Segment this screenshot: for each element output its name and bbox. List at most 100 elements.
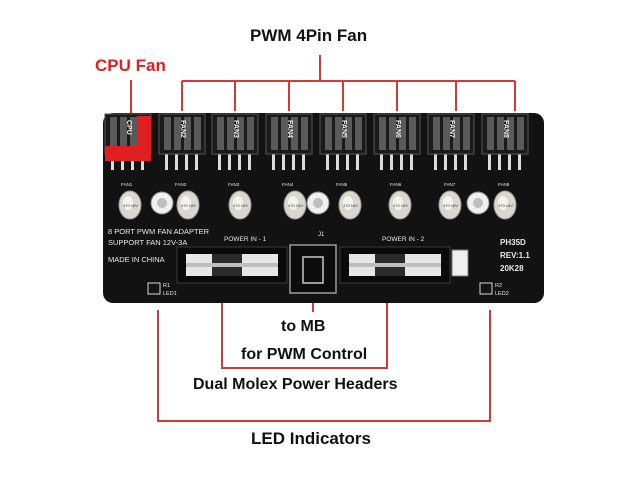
connector-rib: [355, 117, 362, 150]
capacitor: 470 16V: [283, 190, 307, 220]
connector-pin: [410, 150, 413, 170]
cpu-fan-label: CPU Fan: [95, 56, 166, 75]
connector-pin: [464, 150, 467, 170]
connector-label: FAN7: [448, 120, 455, 138]
connector-pin: [282, 150, 285, 170]
round-capacitor-center: [313, 198, 323, 208]
silk-label: FAN4: [282, 182, 294, 187]
capacitor-highlight: [181, 196, 191, 210]
connector-rib: [399, 117, 406, 150]
connector-pin: [508, 150, 511, 170]
molex-header-2: [339, 246, 451, 284]
connector-rib: [237, 117, 244, 150]
connector-rib: [443, 117, 450, 150]
pwm-4pin-fan-label: PWM 4Pin Fan: [250, 26, 368, 45]
board-title-line1: 8 PORT PWM FAN ADAPTER: [108, 227, 210, 236]
cpu-header-tab: [137, 116, 151, 152]
connector-label: FAN5: [340, 120, 347, 138]
capacitor: 470 16V: [228, 190, 252, 220]
capacitor: 470 16V: [176, 190, 200, 220]
connector-pin: [488, 150, 491, 170]
connector-pin: [356, 150, 359, 170]
connector-pin: [380, 150, 383, 170]
power-jack-right: [451, 249, 469, 277]
connector-rib: [217, 117, 224, 150]
connector-rib: [120, 117, 127, 150]
connector-rib: [487, 117, 494, 150]
connector-rib: [247, 117, 254, 150]
connector-rib: [227, 117, 234, 150]
capacitor: 470 16V: [493, 190, 517, 220]
capacitor: 470 16V: [338, 190, 362, 220]
connector-label: FAN3: [232, 120, 239, 138]
connector-pin: [434, 150, 437, 170]
connector-pin: [165, 150, 168, 170]
connector-pin: [195, 150, 198, 170]
connector-rib: [281, 117, 288, 150]
connector-rib: [325, 117, 332, 150]
connector-rib: [335, 117, 342, 150]
board-made-in: MADE IN CHINA: [108, 255, 165, 264]
connector-rib: [379, 117, 386, 150]
silk-label: FAN8: [498, 182, 510, 187]
silk-label: FAN2: [175, 182, 187, 187]
led-indicator-1: R1 LED1: [147, 282, 177, 297]
connector-label: FAN8: [502, 120, 509, 138]
connector-rib: [194, 117, 201, 150]
board-model: PH35D: [500, 238, 526, 247]
power-in-2-label: POWER IN - 2: [382, 236, 425, 243]
capacitor-highlight: [443, 196, 453, 210]
capacitor-highlight: [233, 196, 243, 210]
capacitor-highlight: [288, 196, 298, 210]
callout-lines: [130, 55, 515, 422]
capacitor-highlight: [498, 196, 508, 210]
connector-rib: [345, 117, 352, 150]
connector-rib: [164, 117, 171, 150]
connector-pin: [444, 150, 447, 170]
fan-connector-row: CPUFAN1FAN2FAN2FAN3FAN3FAN4FAN4FAN5FAN5F…: [104, 113, 529, 187]
connector-pin: [238, 150, 241, 170]
connector-label: FAN6: [394, 120, 401, 138]
connector-pin: [400, 150, 403, 170]
led1-label: LED1: [163, 291, 177, 297]
connector-rib: [507, 117, 514, 150]
connector-rib: [463, 117, 470, 150]
board-code: 20K28: [500, 264, 524, 273]
capacitor-highlight: [123, 196, 133, 210]
capacitor-text: 470 16V: [393, 203, 408, 208]
connector-rib: [433, 117, 440, 150]
j1-label: J1: [318, 232, 325, 238]
capacitor-text: 470 16V: [343, 203, 358, 208]
connector-pin: [326, 150, 329, 170]
connector-pin: [248, 150, 251, 170]
led2-label: LED2: [495, 291, 509, 297]
silk-label: FAN6: [390, 182, 402, 187]
connector-pin: [175, 150, 178, 170]
connector-pin: [218, 150, 221, 170]
capacitor-text: 470 16V: [443, 203, 458, 208]
connector-pin: [346, 150, 349, 170]
connector-rib: [497, 117, 504, 150]
round-capacitor-center: [157, 198, 167, 208]
connector-rib: [174, 117, 181, 150]
round-capacitor: [306, 191, 330, 215]
connector-pin: [272, 150, 275, 170]
capacitor: 470 16V: [438, 190, 462, 220]
led-indicator-2: R2 LED2: [479, 282, 509, 297]
capacitor-text: 470 16V: [233, 203, 248, 208]
mb-pwm-connector: [289, 244, 337, 294]
connector-pin: [454, 150, 457, 170]
led-bracket-line: [157, 310, 491, 422]
power-in-1-label: POWER IN - 1: [224, 236, 267, 243]
capacitor-text: 470 16V: [288, 203, 303, 208]
mb-bracket-line: [221, 298, 388, 369]
connector-pin: [518, 150, 521, 170]
